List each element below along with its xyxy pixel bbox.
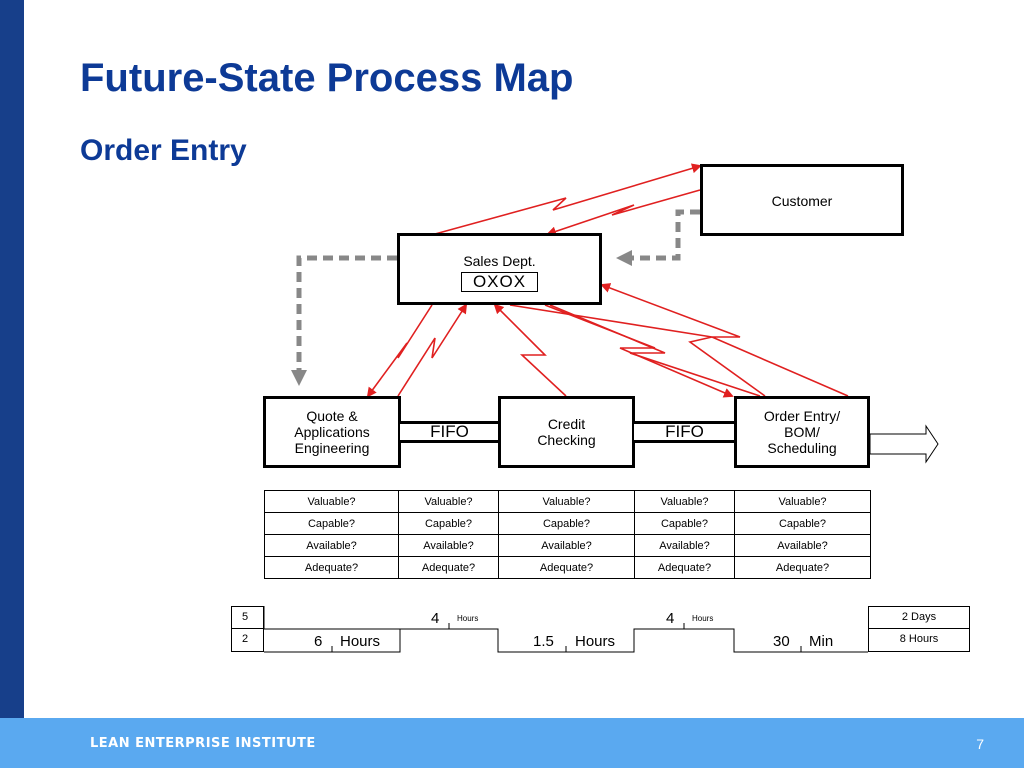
flow-sales-to-order-1	[509, 304, 766, 397]
flow-sales-to-quote-manual	[291, 255, 397, 386]
table-cell: Valuable?	[734, 490, 871, 513]
fifo-lane-2: FIFO	[634, 421, 735, 443]
table-cell: Adequate?	[734, 556, 871, 579]
table-cell: Available?	[398, 534, 499, 557]
proc-2-unit: Hours	[575, 633, 616, 650]
table-row: Valuable? Valuable? Valuable? Valuable? …	[264, 490, 871, 513]
total-lead-time: 2 Days	[868, 606, 970, 629]
flow-sales-to-order-3	[549, 304, 761, 397]
quote-label-line: Engineering	[294, 440, 370, 456]
wait-1-unit: Hours	[457, 614, 479, 623]
credit-checking-box: Credit Checking	[498, 396, 635, 468]
table-row: Adequate? Adequate? Adequate? Adequate? …	[264, 556, 871, 579]
oxox-box: OXOX	[460, 271, 539, 292]
page-number: 7	[976, 736, 984, 752]
fifo-label: FIFO	[665, 422, 704, 441]
order-entry-box: Order Entry/ BOM/ Scheduling	[734, 396, 870, 468]
wait-1-value: 4	[431, 610, 440, 627]
table-cell: Capable?	[264, 512, 399, 535]
quote-label-line: Applications	[294, 424, 370, 440]
proc-2-value: 1.5	[533, 633, 554, 650]
timeline-left-top: 5	[231, 606, 264, 629]
flow-sales-to-order-2	[544, 304, 734, 398]
footer-bar: LEAN ENTERPRISE INSTITUTE 7	[0, 718, 1024, 768]
credit-label-line: Checking	[537, 432, 596, 448]
order-label-line: BOM/	[784, 424, 820, 440]
quote-label-line: Quote &	[306, 408, 358, 424]
table-cell: Available?	[264, 534, 399, 557]
wait-2-unit: Hours	[692, 614, 714, 623]
credit-label-line: Credit	[547, 416, 586, 432]
table-row: Capable? Capable? Capable? Capable? Capa…	[264, 512, 871, 535]
flow-sales-to-customer	[434, 163, 702, 235]
table-cell: Capable?	[398, 512, 499, 535]
table-cell: Available?	[498, 534, 635, 557]
table-cell: Capable?	[734, 512, 871, 535]
wait-2-value: 4	[666, 610, 675, 627]
quote-engineering-box: Quote & Applications Engineering	[263, 396, 401, 468]
flow-sales-to-quote	[366, 304, 433, 398]
table-cell: Adequate?	[398, 556, 499, 579]
order-label-line: Scheduling	[767, 440, 837, 456]
proc-1-value: 6	[314, 633, 323, 650]
table-cell: Available?	[634, 534, 735, 557]
table-row: Available? Available? Available? Availab…	[264, 534, 871, 557]
table-cell: Available?	[734, 534, 871, 557]
timeline-top	[263, 606, 400, 630]
lean-questions-table: Valuable? Valuable? Valuable? Valuable? …	[264, 490, 871, 579]
table-cell: Adequate?	[264, 556, 399, 579]
sales-dept-box: Sales Dept. OXOX	[397, 233, 602, 305]
table-cell: Valuable?	[398, 490, 499, 513]
proc-3-unit: Min	[809, 633, 834, 650]
table-cell: Adequate?	[498, 556, 635, 579]
table-cell: Valuable?	[498, 490, 635, 513]
left-accent-bar	[0, 0, 24, 718]
flow-quote-to-sales	[397, 303, 468, 397]
total-process-time: 8 Hours	[868, 629, 970, 652]
flow-customer-to-sales	[546, 189, 701, 237]
flow-order-to-sales	[600, 283, 849, 397]
table-cell: Capable?	[634, 512, 735, 535]
slide-title: Future-State Process Map	[80, 56, 574, 100]
proc-3-value: 30	[773, 633, 790, 650]
flow-customer-to-sales-manual	[616, 209, 700, 266]
fifo-lane-1: FIFO	[400, 421, 499, 443]
table-cell: Valuable?	[634, 490, 735, 513]
flow-credit-to-sales	[493, 303, 567, 397]
footer-brand: LEAN ENTERPRISE INSTITUTE	[90, 736, 316, 751]
table-cell: Valuable?	[264, 490, 399, 513]
customer-label: Customer	[771, 193, 833, 209]
table-cell: Adequate?	[634, 556, 735, 579]
order-label-line: Order Entry/	[763, 408, 841, 424]
fifo-label: FIFO	[430, 422, 469, 441]
slide-subtitle: Order Entry	[80, 134, 247, 167]
shipment-arrow	[869, 424, 939, 464]
timeline-left-bottom: 2	[231, 629, 264, 652]
table-cell: Capable?	[498, 512, 635, 535]
flow-lines	[263, 163, 939, 653]
customer-box: Customer	[700, 164, 904, 236]
proc-1-unit: Hours	[340, 633, 381, 650]
sales-dept-label: Sales Dept.	[463, 252, 536, 269]
